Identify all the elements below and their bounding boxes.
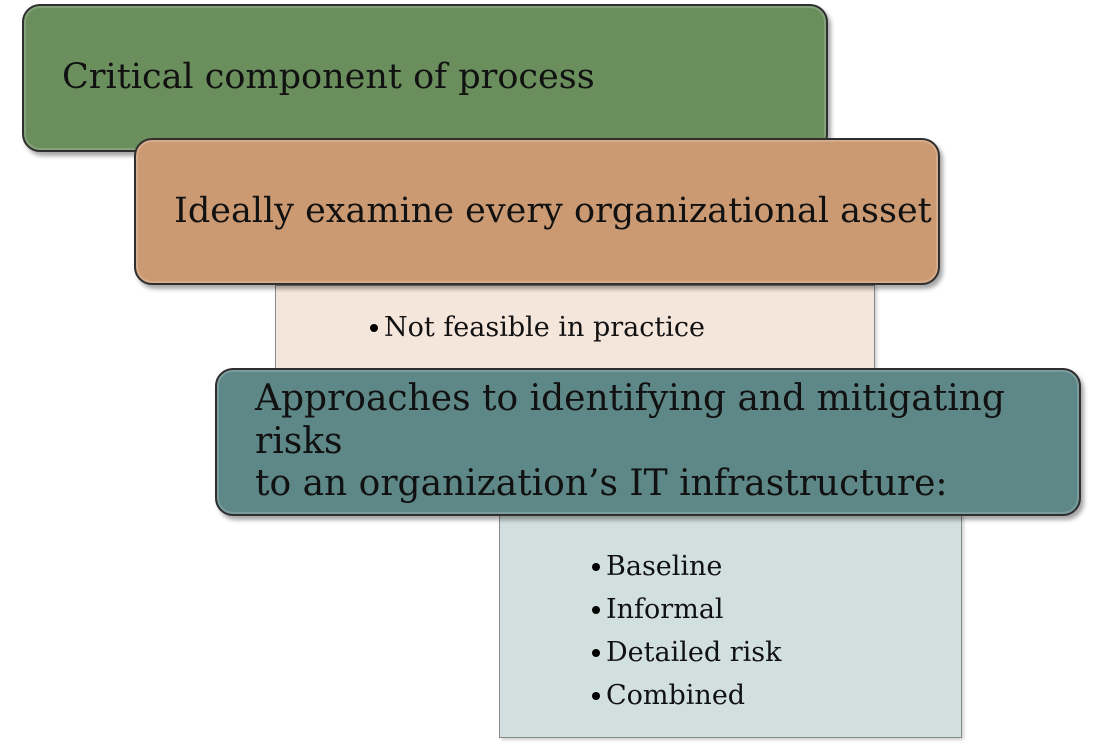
list-item: Baseline: [592, 551, 781, 594]
list-item: Combined: [592, 680, 781, 723]
approaches-panel: Baseline Informal Detailed risk Combined: [499, 514, 962, 738]
bullet-icon: [370, 324, 378, 332]
critical-component-title: Critical component of process: [62, 57, 595, 98]
approaches-title-line-2: to an organization’s IT infrastructure:: [255, 463, 948, 505]
list-item: Not feasible in practice: [370, 312, 705, 343]
list-item: Detailed risk: [592, 637, 781, 680]
list-item-label: Not feasible in practice: [384, 312, 705, 343]
approaches-box: Approaches to identifying and mitigating…: [215, 368, 1081, 516]
approaches-title: Approaches to identifying and mitigating…: [217, 378, 1079, 505]
list-item: Informal: [592, 594, 781, 637]
list-item-label: Baseline: [606, 551, 723, 582]
examine-assets-title: Ideally examine every organizational ass…: [174, 190, 932, 231]
examine-assets-box: Ideally examine every organizational ass…: [134, 138, 940, 285]
bullet-icon: [592, 563, 600, 571]
list-item-label: Combined: [606, 680, 746, 711]
bullet-icon: [592, 692, 600, 700]
bullet-icon: [592, 606, 600, 614]
approaches-list: Baseline Informal Detailed risk Combined: [592, 551, 781, 723]
feasibility-list: Not feasible in practice: [370, 312, 705, 343]
feasibility-panel: Not feasible in practice: [275, 285, 875, 373]
list-item-label: Informal: [606, 594, 724, 625]
approaches-title-line-1: Approaches to identifying and mitigating…: [255, 378, 1005, 462]
bullet-icon: [592, 649, 600, 657]
critical-component-box: Critical component of process: [22, 4, 828, 152]
list-item-label: Detailed risk: [606, 637, 782, 668]
